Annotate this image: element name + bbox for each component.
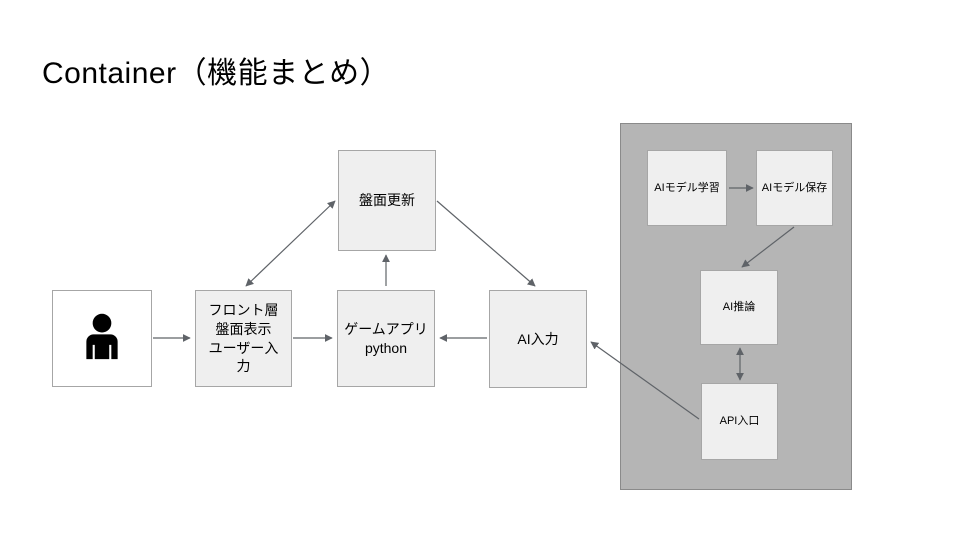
person-icon	[74, 309, 130, 369]
ai-model-save-label: AIモデル保存	[761, 181, 828, 194]
board-update-node: 盤面更新	[338, 150, 436, 251]
user-node	[52, 290, 152, 387]
ai-inference-node: AI推論	[700, 270, 778, 345]
game-app-label: ゲームアプリ python	[344, 320, 428, 356]
arrow-board-to-ai-input	[436, 200, 536, 287]
ai-model-save-node: AIモデル保存	[756, 150, 833, 226]
front-layer-node: フロント層 盤面表示 ユーザー入 力	[195, 290, 292, 387]
board-update-label: 盤面更新	[359, 192, 415, 209]
front-layer-label: フロント層 盤面表示 ユーザー入 力	[208, 301, 279, 375]
api-entry-node: API入口	[701, 383, 778, 460]
ai-model-learn-node: AIモデル学習	[647, 150, 727, 226]
page-title: Container（機能まとめ）	[42, 57, 391, 90]
ai-model-learn-label: AIモデル学習	[654, 181, 720, 194]
arrow-front-board-both	[245, 200, 336, 287]
api-entry-label: API入口	[719, 415, 760, 428]
ai-input-label: AI入力	[517, 330, 559, 347]
ai-input-node: AI入力	[489, 290, 587, 388]
game-app-node: ゲームアプリ python	[337, 290, 435, 387]
ai-inference-label: AI推論	[722, 301, 756, 314]
